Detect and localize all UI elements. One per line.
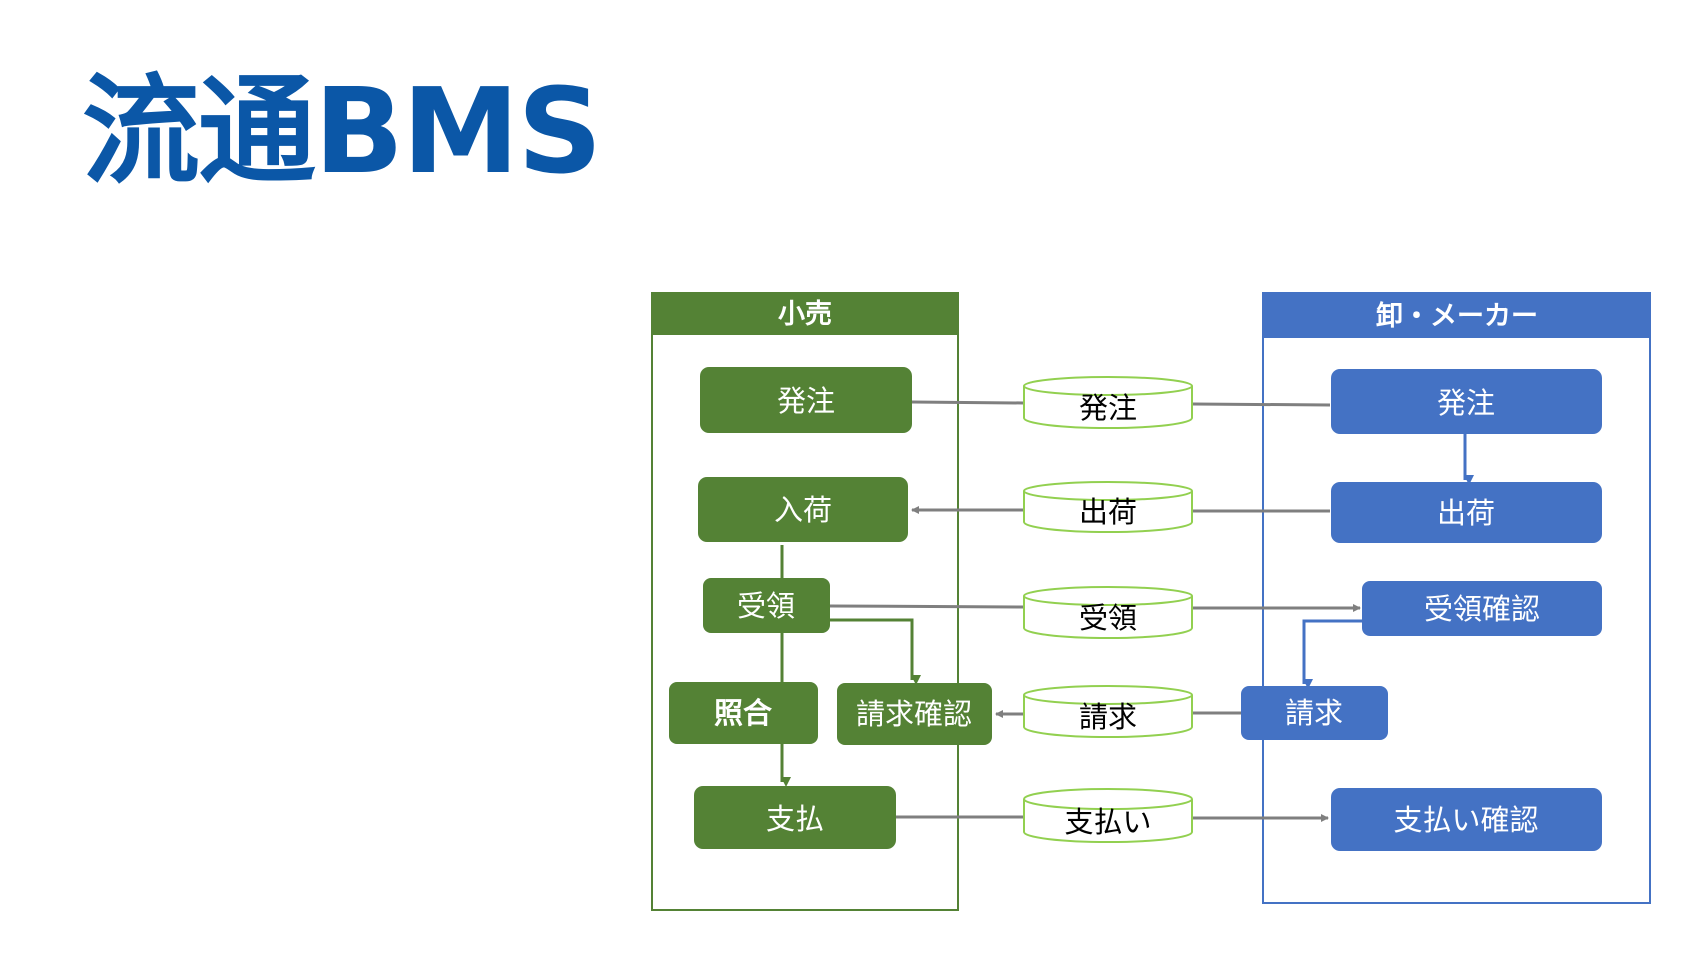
- svg-text:発注: 発注: [1437, 386, 1495, 420]
- message-payment[interactable]: 支払い: [1023, 788, 1193, 843]
- svg-text:照合: 照合: [714, 696, 772, 730]
- supplier-node-order[interactable]: 発注: [1331, 369, 1602, 434]
- retail-node-order[interactable]: 発注: [700, 367, 912, 433]
- message-invoice[interactable]: 請求: [1023, 685, 1193, 738]
- svg-text:請求: 請求: [1285, 696, 1343, 730]
- lane-retail: 小売: [651, 292, 959, 911]
- retail-node-acceptance[interactable]: 受領: [703, 578, 830, 633]
- retail-node-payment[interactable]: 支払: [694, 786, 896, 849]
- svg-text:出荷: 出荷: [1079, 495, 1137, 529]
- svg-text:入荷: 入荷: [774, 493, 832, 527]
- connector-acceptance-left: [829, 604, 1024, 609]
- retail-node-matching[interactable]: 照合: [669, 682, 818, 744]
- supplier-internal-flow: [1302, 434, 1474, 689]
- connector-order-right: [1192, 402, 1331, 407]
- message-acceptance[interactable]: 受領: [1023, 586, 1193, 639]
- svg-text:受領確認: 受領確認: [1424, 592, 1540, 626]
- retail-internal-flow: [780, 545, 921, 787]
- svg-text:支払い確認: 支払い確認: [1393, 803, 1538, 837]
- lane-supplier: 卸・メーカー: [1262, 292, 1651, 904]
- supplier-node-acceptance-check[interactable]: 受領確認: [1362, 581, 1602, 636]
- page-title: 流通BMS: [82, 62, 602, 200]
- svg-text:支払い: 支払い: [1064, 805, 1151, 839]
- connectors: [829, 400, 1361, 822]
- svg-text:受領: 受領: [737, 589, 795, 623]
- svg-text:出荷: 出荷: [1437, 496, 1495, 530]
- message-shipment[interactable]: 出荷: [1023, 481, 1193, 533]
- supplier-node-invoice[interactable]: 請求: [1241, 686, 1388, 740]
- svg-text:発注: 発注: [777, 384, 835, 418]
- svg-text:請求確認: 請求確認: [856, 697, 972, 731]
- retail-node-receiving[interactable]: 入荷: [698, 477, 908, 542]
- lane-retail-header: [651, 292, 959, 335]
- svg-text:支払: 支払: [766, 802, 824, 836]
- retail-node-invoice-check[interactable]: 請求確認: [837, 683, 992, 745]
- arrow-acceptance-to-invoice-check: [830, 618, 921, 685]
- svg-text:受領: 受領: [1079, 601, 1137, 635]
- connector-order-left: [911, 400, 1024, 405]
- arrow-acceptance-check-to-invoice: [1302, 619, 1362, 689]
- svg-text:請求: 請求: [1079, 700, 1137, 734]
- svg-text:発注: 発注: [1079, 391, 1137, 425]
- supplier-node-payment-check[interactable]: 支払い確認: [1331, 788, 1602, 851]
- lane-supplier-label: 卸・メーカー: [1376, 300, 1538, 332]
- lane-retail-label: 小売: [778, 299, 832, 330]
- message-order[interactable]: 発注: [1023, 376, 1193, 429]
- lane-supplier-header: [1262, 292, 1651, 338]
- supplier-node-shipment[interactable]: 出荷: [1331, 482, 1602, 543]
